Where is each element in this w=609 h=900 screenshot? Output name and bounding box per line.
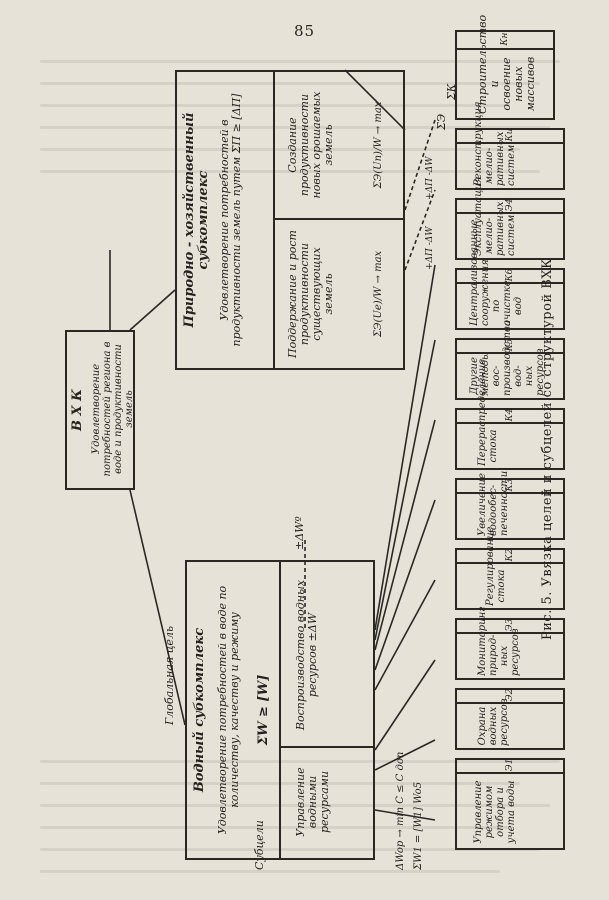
global-goal-label: Глобальная цель <box>163 626 176 725</box>
vhk-goal: Удовлетворение потребностей региона в во… <box>91 341 135 477</box>
nature-right-cell: Создание продуктивности новых орошаемых … <box>286 91 336 199</box>
water-left-cell: Управление водными ресурсами <box>294 767 332 837</box>
water-subcomplex-goal: Удовлетворение потребностей в воде по ко… <box>216 585 242 835</box>
vhk-root-box: В Х К Удовлетворение потребностей регион… <box>65 330 135 490</box>
nature-left-formula: ΣЭ(Ue)/W → max <box>373 250 384 338</box>
diagram-rotated: В Х К Удовлетворение потребностей регион… <box>35 15 575 890</box>
side-flow-1: +ΔП -ΔW <box>425 156 435 200</box>
page-number: 85 <box>293 22 316 40</box>
sub-box-new-lands: Строительство и освоение новых массивов … <box>455 15 555 120</box>
nature-right-formula: ΣЭ(Un)/W → max <box>373 101 384 189</box>
water-right-cell: Воспроизводство водных ресурсов ±ΔW <box>294 579 320 731</box>
connector-lines <box>109 69 436 821</box>
sub-box-protection: Охрана водных ресурсов Э2 <box>455 688 565 750</box>
formula-bottom-1: ΔWop → min C ≤ C доп <box>395 751 406 870</box>
figure-caption: Рис. 5. Увязка целей и субцелей со струк… <box>540 258 555 640</box>
side-flow-2: +ΔП -ΔW <box>425 226 435 270</box>
sub-box-withdrawal: Управление режимом отбора и учета воды Э… <box>455 758 565 850</box>
nature-subcomplex-goal: Удовлетворение потребностей в продуктивн… <box>218 93 244 347</box>
water-subcomplex-title: Водный субкомплекс <box>192 627 207 793</box>
nature-subcomplex-title: Природно - хозяйственный субкомплекс <box>182 112 212 328</box>
water-goal-formula: ΣW ≥ [W] <box>256 674 271 746</box>
sub-box-reconstruction: Реконструкция мелио-ративных систем Ки <box>455 101 565 190</box>
sigma-e-label: ΣЭ <box>435 113 448 130</box>
water-subcomplex-box: Водный субкомплекс Удовлетворение потреб… <box>185 560 375 860</box>
delta-w-label: ±ΔWº <box>293 516 306 550</box>
nature-subcomplex-box: Природно - хозяйственный субкомплекс Удо… <box>175 70 405 370</box>
vhk-title: В Х К <box>70 389 85 431</box>
formula-bottom-2: ΣW1 = [W1] Wo5 <box>413 781 424 870</box>
nature-left-cell: Поддержание и рост продуктивности сущест… <box>286 230 336 358</box>
